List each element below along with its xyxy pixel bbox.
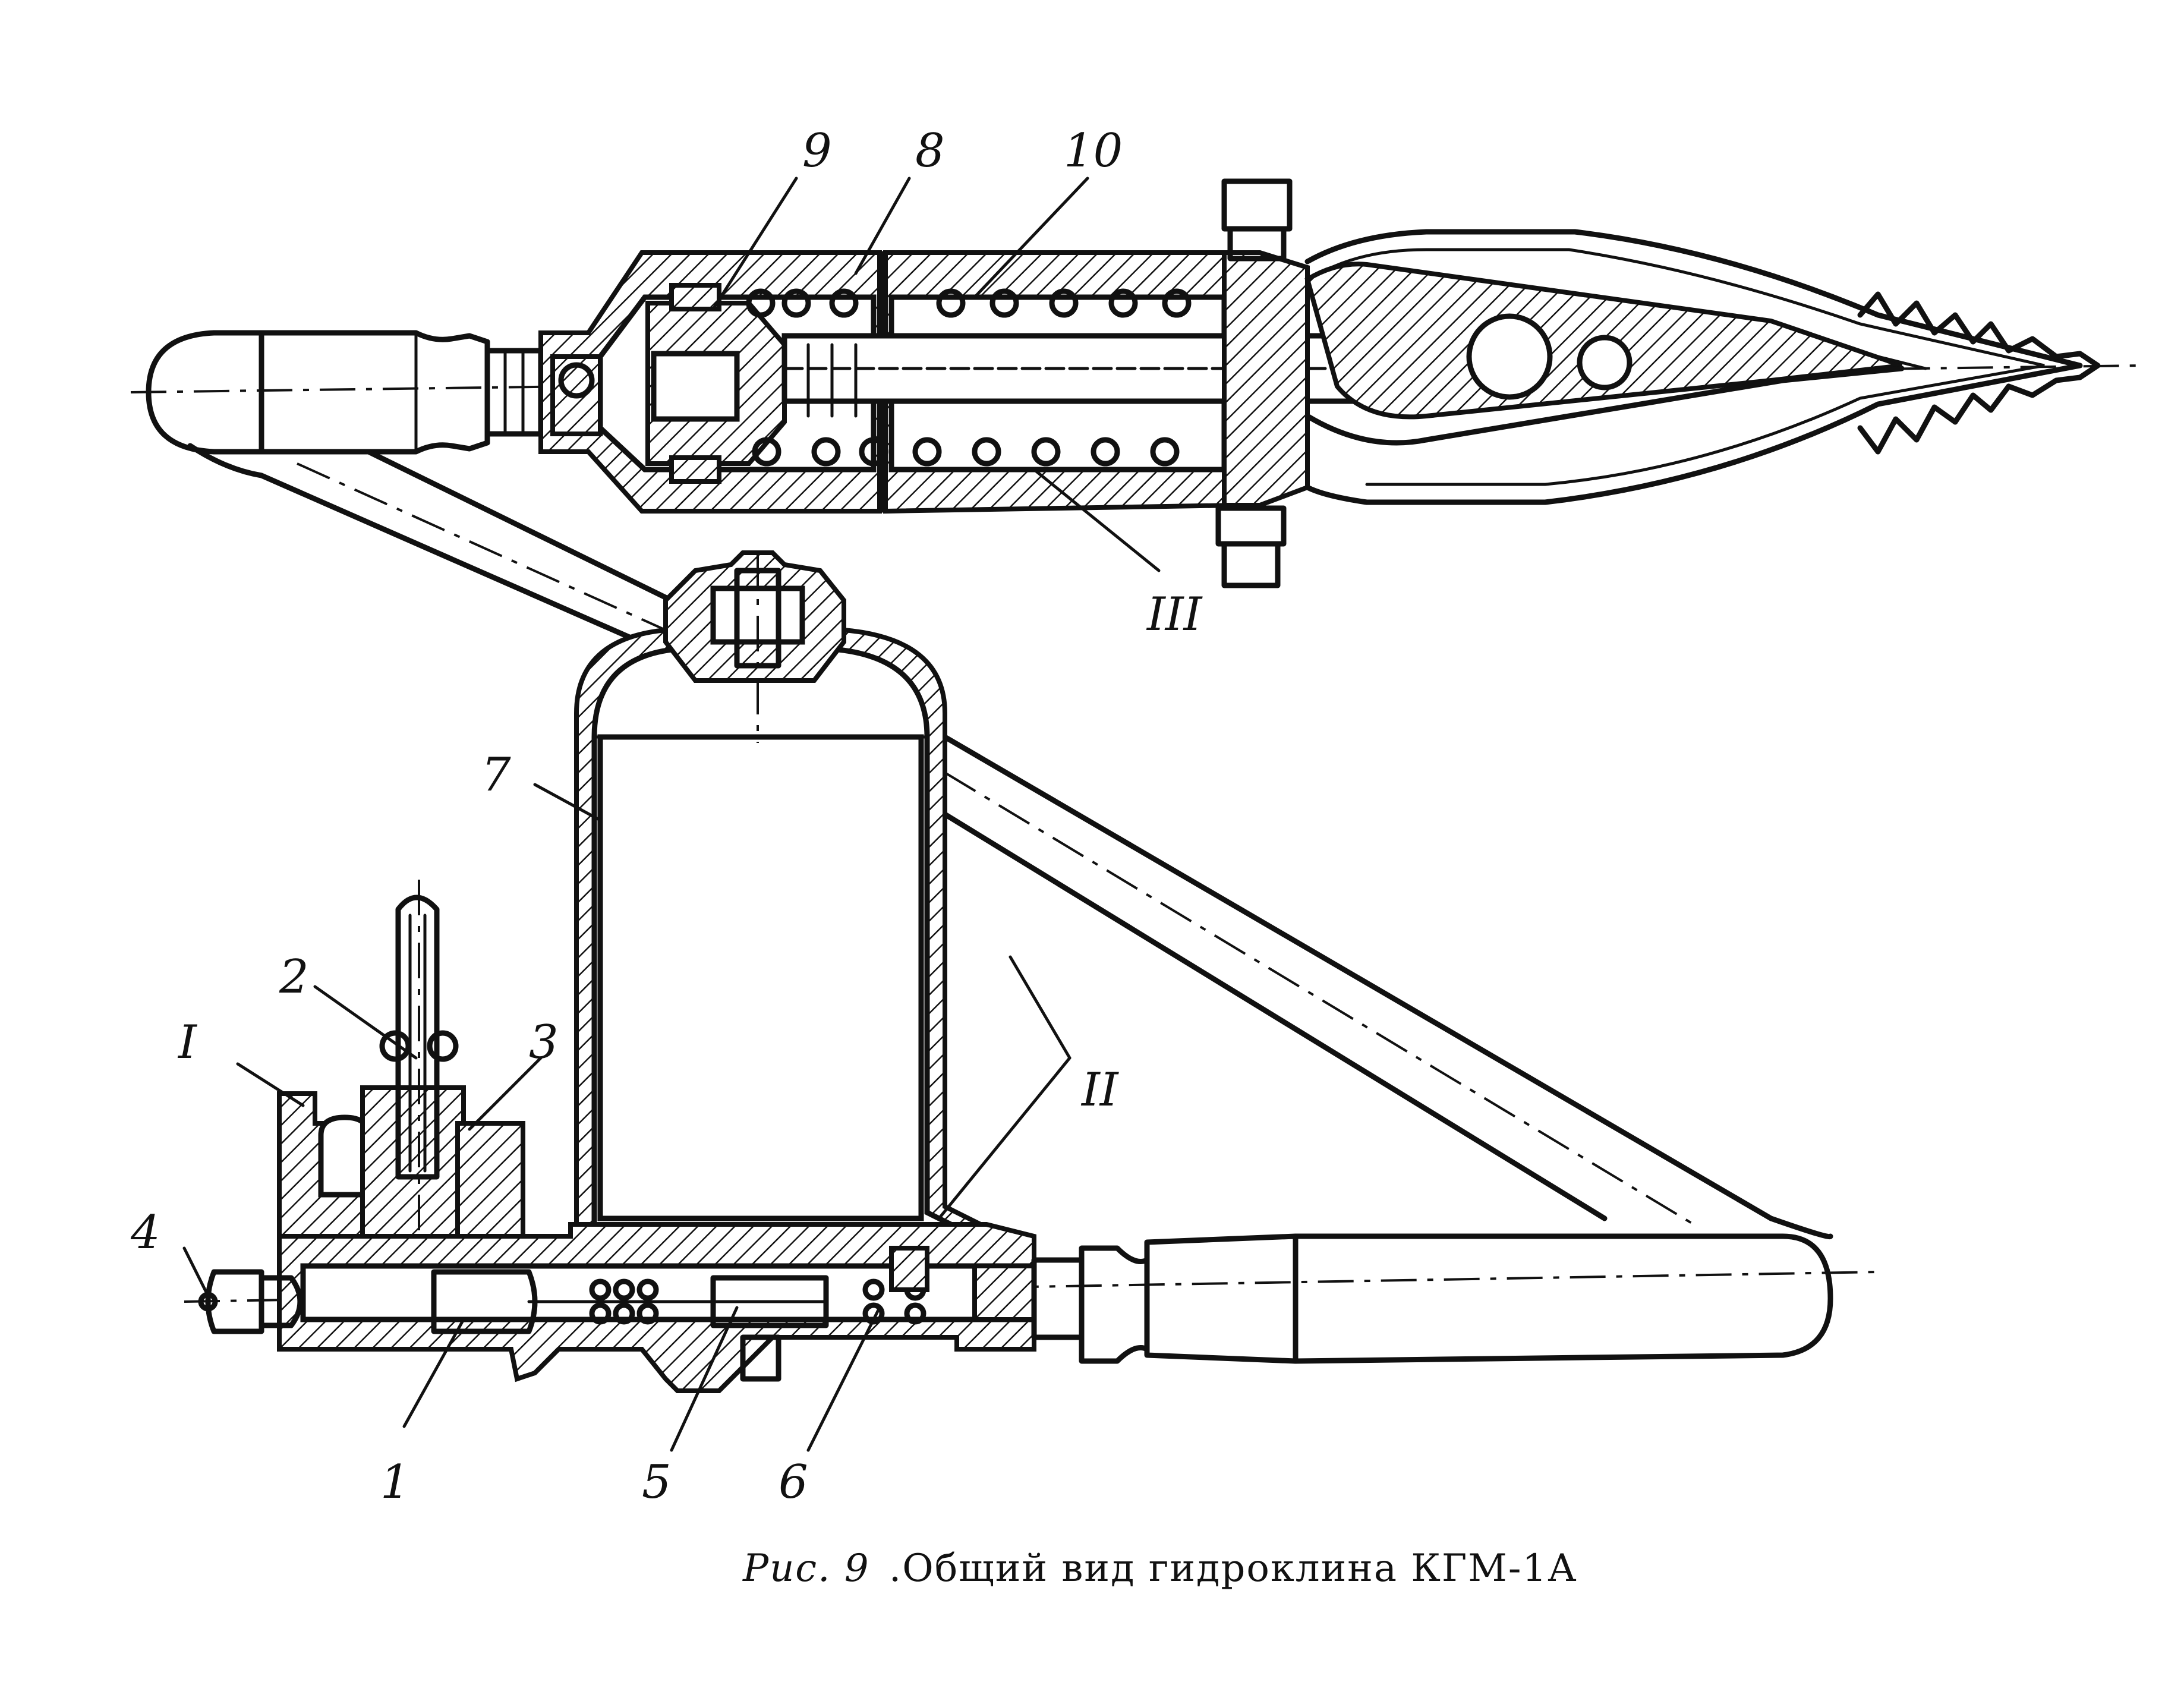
callout-5: 5 xyxy=(642,1456,672,1509)
oil-reservoir-7 xyxy=(574,550,989,1251)
upper-hose-fitting xyxy=(259,330,490,455)
wedge-cheek-outer xyxy=(1304,229,2083,505)
callout-1: 1 xyxy=(380,1456,410,1509)
callout-leaders xyxy=(182,177,1161,1452)
caption-prefix: Рис. 9 xyxy=(742,1547,870,1590)
callout-10: 10 xyxy=(1064,124,1123,178)
callout-6: 6 xyxy=(779,1456,808,1509)
lower-handle xyxy=(1144,1233,1833,1364)
caption-text: .Общий вид гидроклина КГМ-1А xyxy=(889,1547,1578,1590)
callout-4: 4 xyxy=(130,1206,160,1259)
wedge-cylinder-assembly xyxy=(130,178,2140,588)
pump-body xyxy=(184,880,1879,1393)
wedge-teeth xyxy=(1857,291,2101,455)
callout-2: 2 xyxy=(279,950,309,1004)
drain-plug-4 xyxy=(198,1269,303,1334)
figure-caption: Рис. 9 .Общий вид гидроклина КГМ-1А xyxy=(742,1547,1578,1590)
upper-neck xyxy=(484,348,544,437)
upper-axis xyxy=(130,364,2140,393)
callout-9: 9 xyxy=(802,124,832,178)
callout-3: 3 xyxy=(529,1016,559,1069)
return-spring-10 xyxy=(746,288,1192,467)
callout-8: 8 xyxy=(915,124,945,178)
callout-III: III xyxy=(1146,588,1203,641)
callout-7: 7 xyxy=(481,748,511,802)
hose-II xyxy=(942,734,1833,1240)
callout-II: II xyxy=(1080,1063,1120,1117)
pump-lever-2 xyxy=(395,895,440,1180)
clamp-bolts xyxy=(1215,178,1293,588)
hose-upper xyxy=(187,443,686,651)
callout-I-upper: I xyxy=(177,1016,198,1069)
